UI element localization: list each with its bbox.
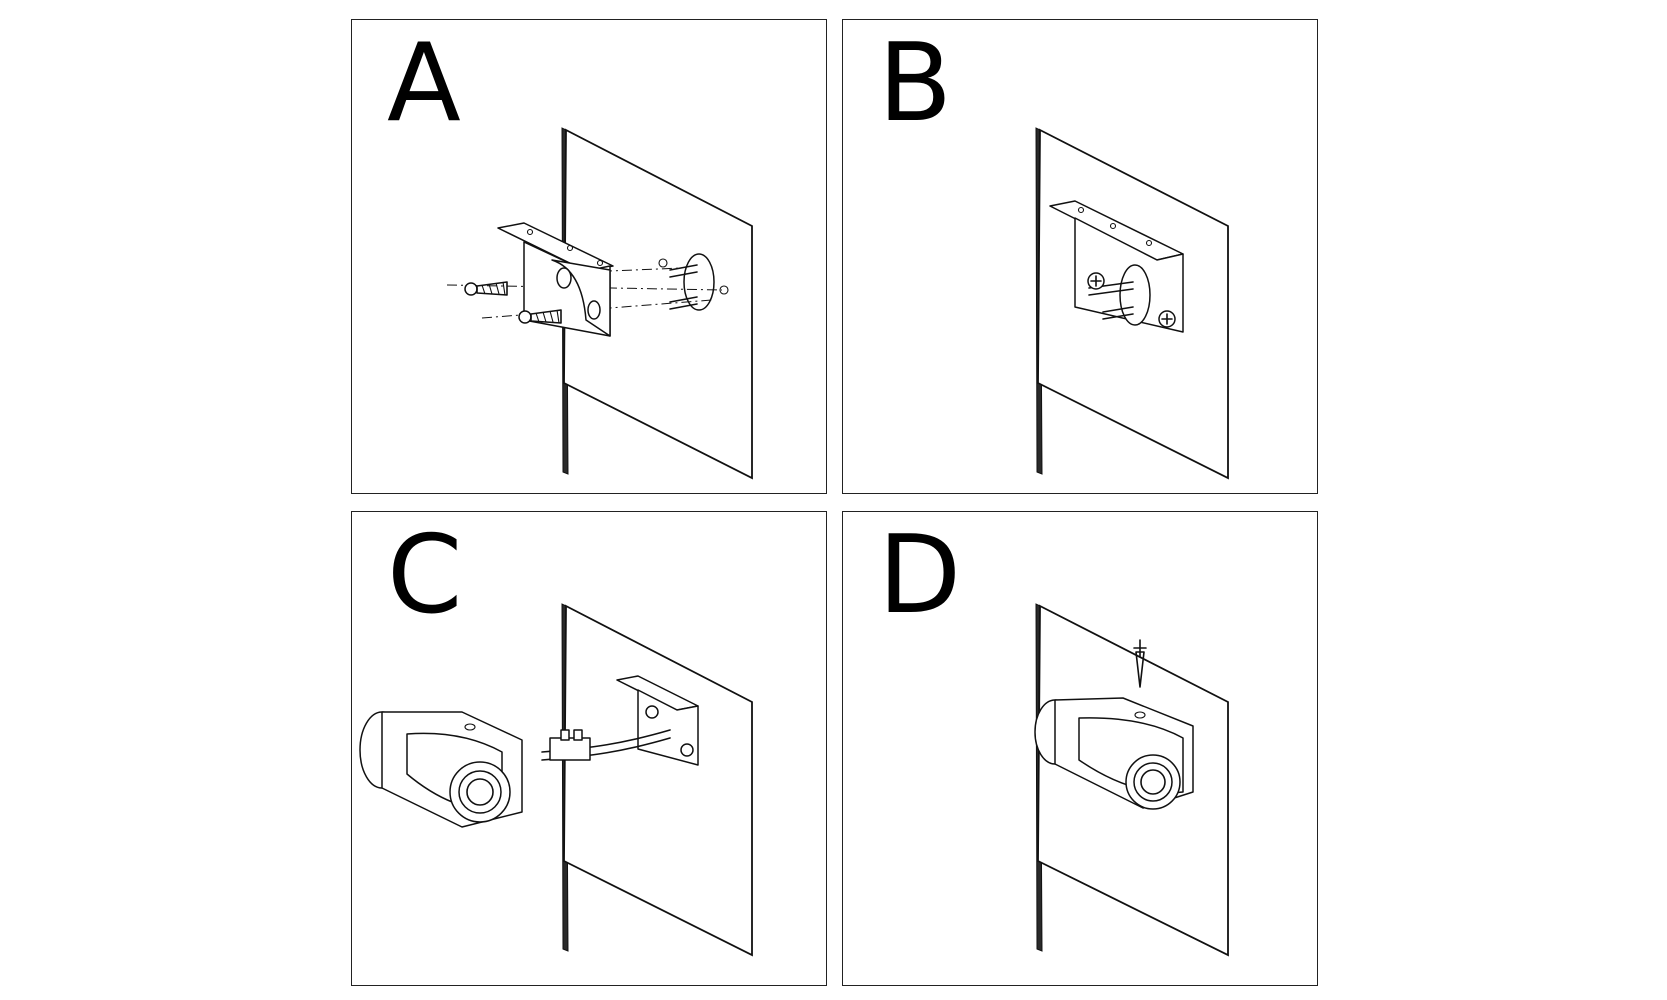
screw-icon — [1133, 639, 1147, 688]
panel-letter-c: C — [387, 513, 463, 638]
wall-lamp — [359, 711, 523, 828]
screw-icon — [518, 309, 562, 324]
screw-head-icon — [1158, 310, 1176, 328]
wire-connection-illustration — [359, 603, 753, 957]
wall-hole — [683, 253, 715, 311]
panel-b: B — [842, 19, 1318, 494]
mounting-bracket — [1049, 200, 1184, 333]
screw-head-icon — [1087, 272, 1105, 290]
wall-board — [563, 604, 753, 957]
lamp-fixed-illustration — [1034, 603, 1229, 957]
panel-letter-b: B — [878, 21, 953, 146]
wall-lamp — [1034, 697, 1194, 810]
bracket-mounted-illustration — [1035, 127, 1229, 480]
panel-letter-d: D — [878, 513, 962, 638]
panel-a: A — [351, 19, 827, 494]
bracket-exploded-illustration — [446, 127, 753, 480]
panel-letter-a: A — [387, 21, 461, 146]
mounting-bracket — [616, 675, 699, 766]
panel-d: D — [842, 511, 1318, 986]
screw-icon — [464, 281, 508, 296]
panel-c: C — [351, 511, 827, 986]
wire-stub — [669, 264, 698, 310]
terminal-block — [549, 729, 591, 761]
